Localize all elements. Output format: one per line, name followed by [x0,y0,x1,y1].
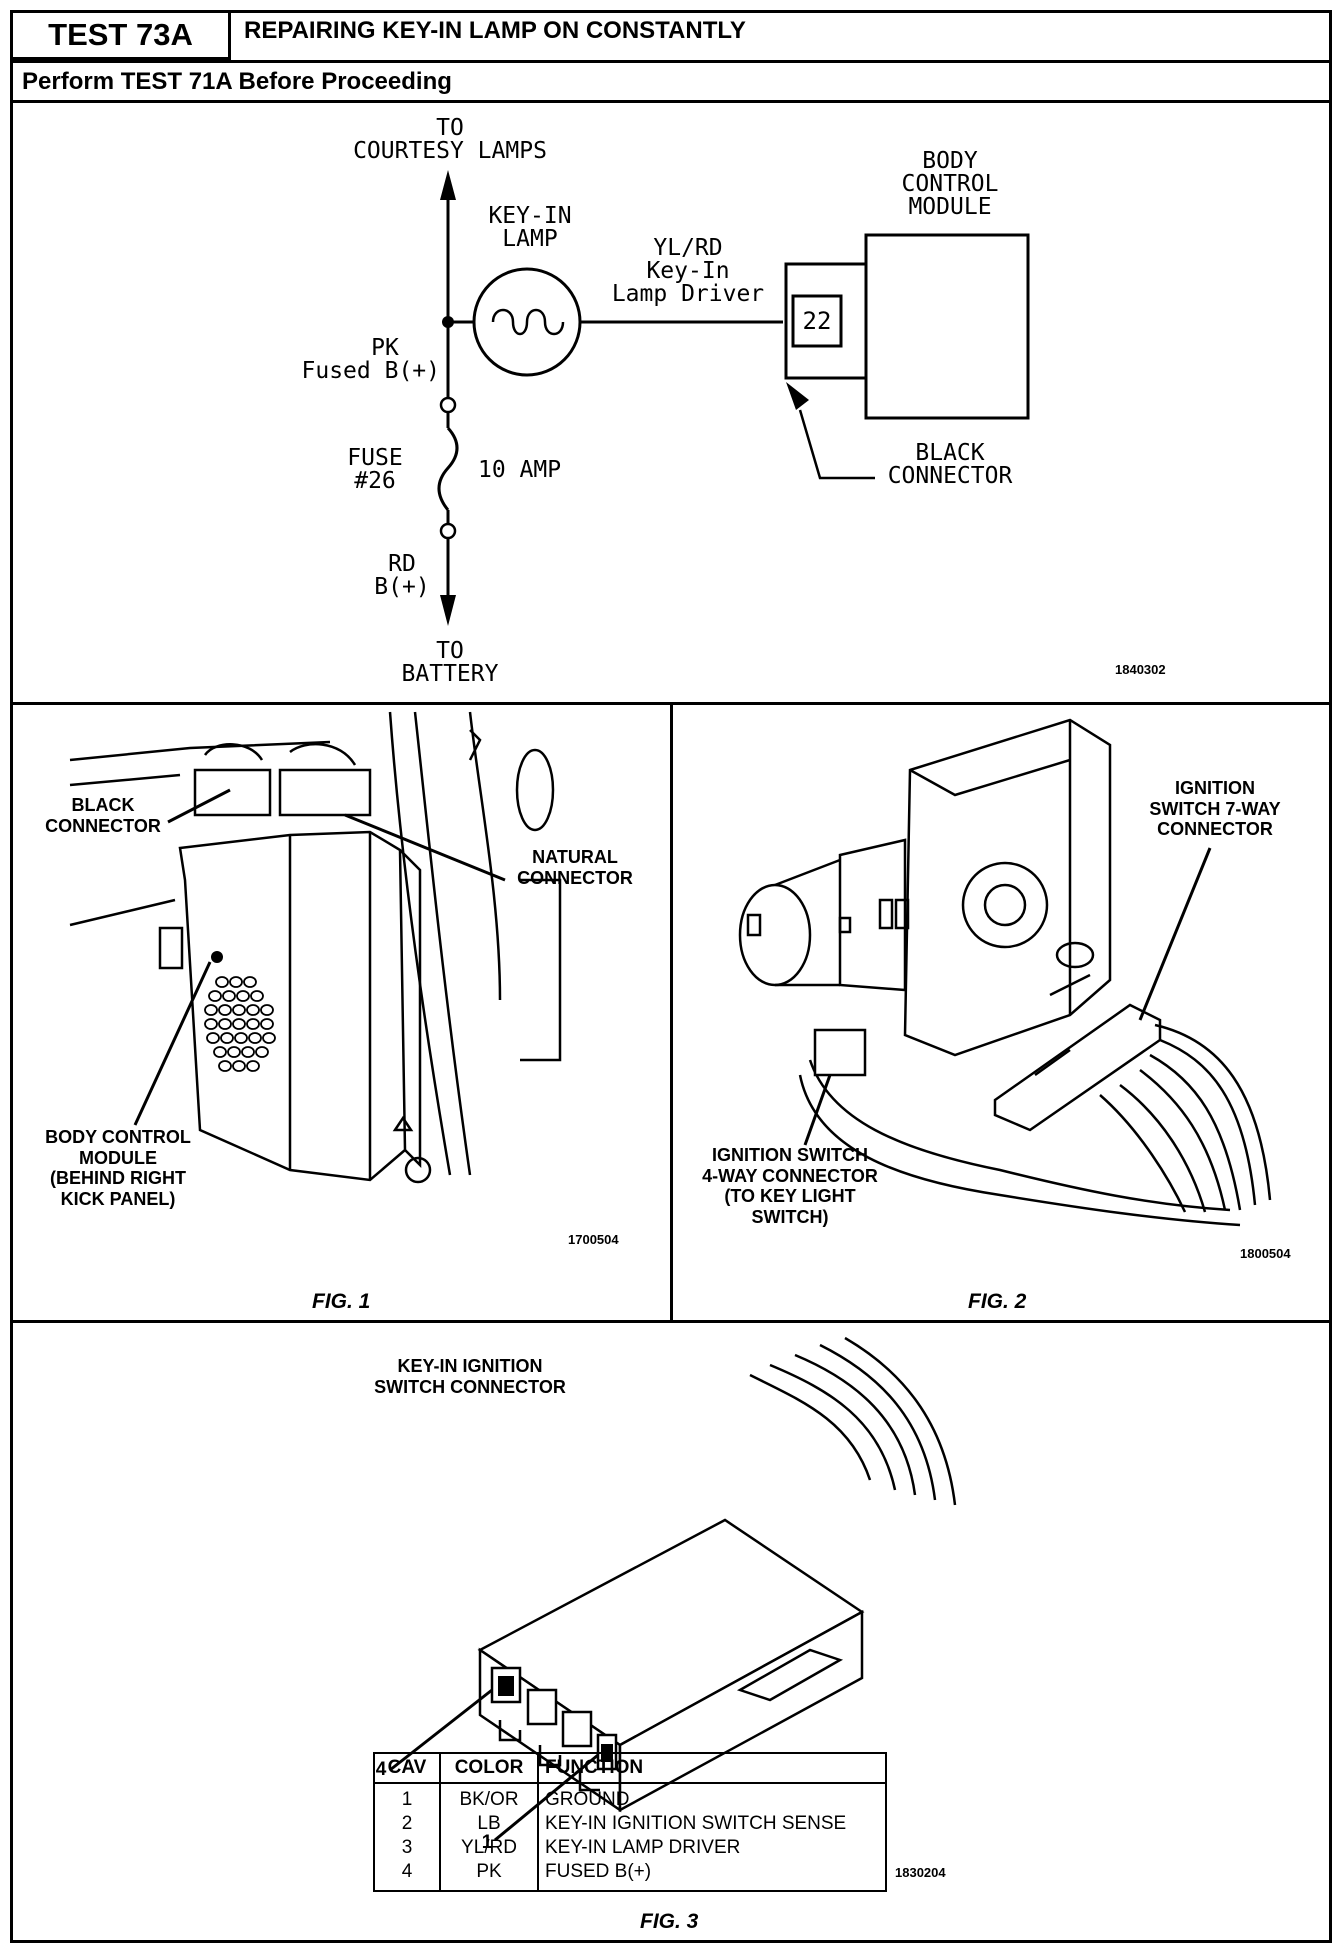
cavity-table: CAV COLOR FUNCTION 1 BK/OR GROUND 2 LB K… [373,1752,887,1892]
to-courtesy-label: TO COURTESY LAMPS [353,115,547,164]
test-prerequisite: Perform TEST 71A Before Proceeding [22,68,452,95]
cavity-table-header: CAV COLOR FUNCTION [374,1753,886,1784]
rd-label: RD B(+) [374,551,430,600]
schematic-code: 1840302 [1115,662,1166,677]
body-control-module-label: BODY CONTROL MODULE [901,148,999,220]
fig1-caption: FIG. 1 [312,1290,371,1313]
col-color: COLOR [440,1753,539,1784]
fig2-four-way-label: IGNITION SWITCH 4-WAY CONNECTOR (TO KEY … [702,1145,878,1228]
fig3-caption: FIG. 3 [640,1910,699,1933]
fig3-title: KEY-IN IGNITION SWITCH CONNECTOR [374,1356,566,1397]
black-connector-label: BLACK CONNECTOR [887,440,1013,489]
test-id: TEST 73A [13,13,231,60]
fig2-code: 1800504 [1240,1246,1291,1261]
fig1-natural-connector-label: NATURAL CONNECTOR [517,847,633,888]
fig1-black-connector-label: BLACK CONNECTOR [45,795,161,836]
col-function: FUNCTION [538,1753,886,1784]
table-row: 3 YL/RD KEY-IN LAMP DRIVER [374,1836,886,1860]
page-frame [10,10,1332,1943]
fig-divider [670,702,673,1322]
pk-fused-label: PK Fused B(+) [301,335,440,384]
key-in-lamp-label: KEY-IN LAMP [488,203,572,252]
schematic-top-divider [13,100,1329,103]
fig1-bcm-label: BODY CONTROL MODULE (BEHIND RIGHT KICK P… [45,1127,191,1210]
col-cav: CAV [374,1753,441,1784]
table-row: 1 BK/OR GROUND [374,1783,886,1812]
fig2-caption: FIG. 2 [968,1290,1027,1313]
test-title: REPAIRING KEY-IN LAMP ON CONSTANTLY [244,17,746,44]
fig3-code: 1830204 [895,1865,946,1880]
table-row: 4 PK FUSED B(+) [374,1860,886,1891]
fig1-code: 1700504 [568,1232,619,1247]
to-battery-label: TO BATTERY [401,638,499,687]
wire-label: YL/RD Key-In Lamp Driver [611,235,765,307]
fuse-label: FUSE #26 [347,445,403,494]
fig2-seven-way-label: IGNITION SWITCH 7-WAY CONNECTOR [1149,778,1281,840]
header-divider [13,60,1329,63]
fig3-top-divider [13,1320,1329,1323]
fuse-rating-label: 10 AMP [478,457,562,483]
table-row: 2 LB KEY-IN IGNITION SWITCH SENSE [374,1812,886,1836]
pin-22-label: 22 [802,307,832,335]
